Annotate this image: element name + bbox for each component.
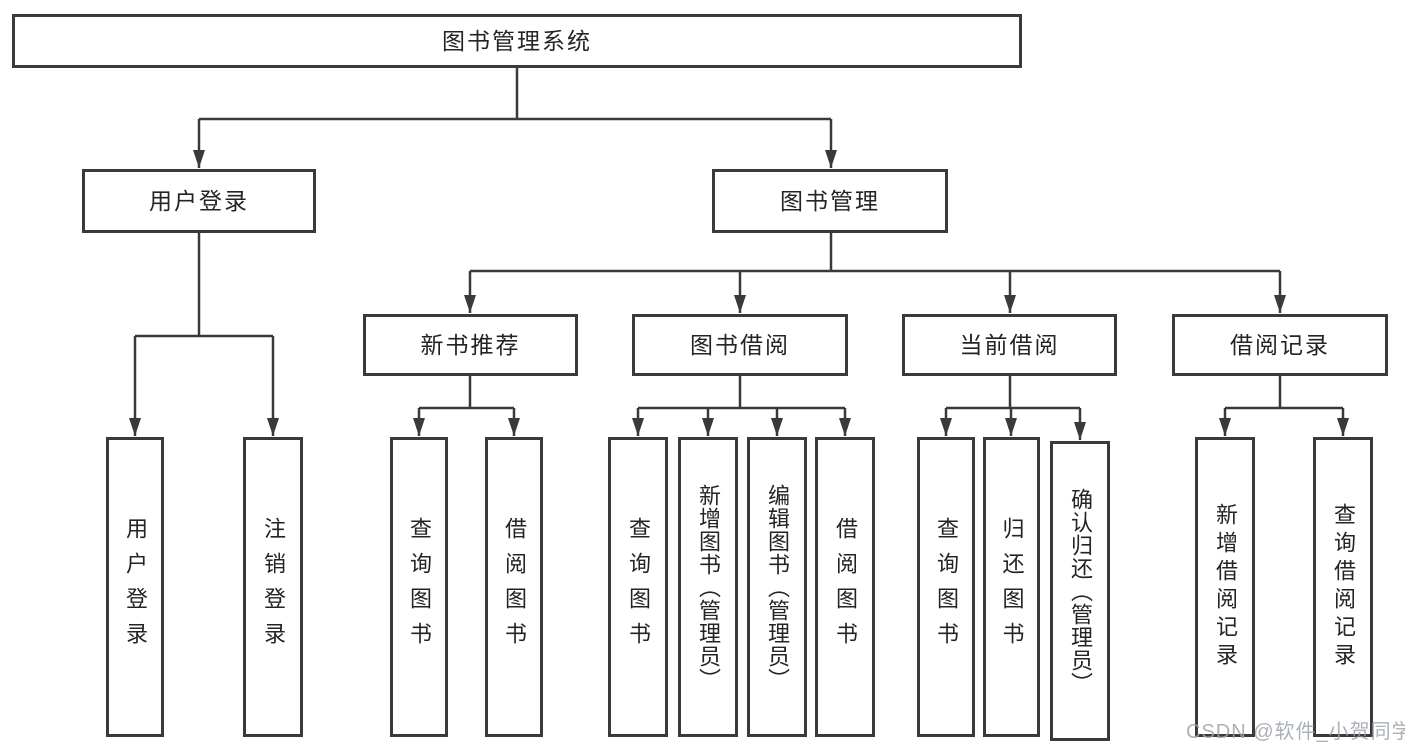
leaf-add-borrow-record: 新增借阅记录	[1195, 437, 1255, 737]
leaf-add-books-admin: 新增图书（管理员）	[678, 437, 738, 737]
node-borrow-records: 借阅记录	[1172, 314, 1388, 376]
leaf-return-books: 归还图书	[983, 437, 1040, 737]
leaf-query-books-recommend: 查询图书	[390, 437, 448, 737]
node-new-book-recommend: 新书推荐	[363, 314, 578, 376]
leaf-borrow-books: 借阅图书	[815, 437, 875, 737]
node-book-management: 图书管理	[712, 169, 948, 233]
leaf-query-books-borrow: 查询图书	[608, 437, 668, 737]
leaf-logout: 注销登录	[243, 437, 303, 737]
leaf-confirm-return-admin: 确认归还（管理员）	[1050, 441, 1110, 741]
leaf-edit-books-admin: 编辑图书（管理员）	[747, 437, 807, 737]
node-current-borrow: 当前借阅	[902, 314, 1117, 376]
leaf-borrow-books-recommend: 借阅图书	[485, 437, 543, 737]
node-user-login: 用户登录	[82, 169, 316, 233]
node-library-management-system: 图书管理系统	[12, 14, 1022, 68]
leaf-query-books-current: 查询图书	[917, 437, 975, 737]
node-book-borrow: 图书借阅	[632, 314, 848, 376]
leaf-query-borrow-record: 查询借阅记录	[1313, 437, 1373, 737]
csdn-watermark: CSDN @软件_小贺同学	[1186, 721, 1405, 743]
leaf-user-login: 用户登录	[106, 437, 164, 737]
